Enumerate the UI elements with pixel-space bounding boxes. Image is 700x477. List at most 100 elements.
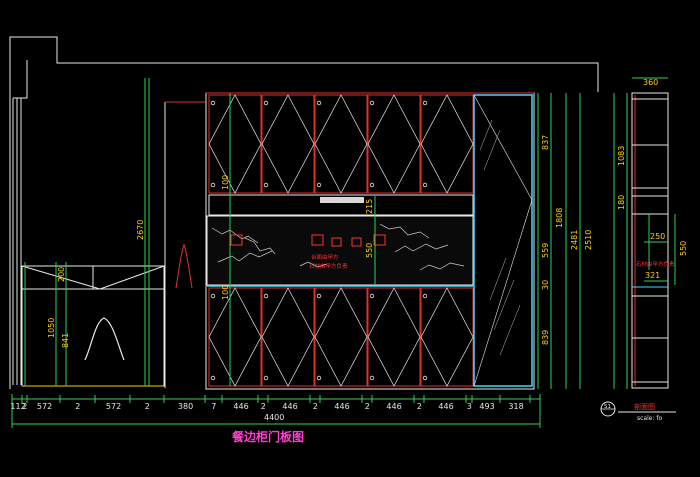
door-panel	[367, 94, 421, 194]
door-hinge	[422, 100, 428, 106]
note-countertop: 台面由甲方	[311, 253, 339, 261]
bottom-dim-label: 446	[334, 402, 349, 411]
dim-v100-a: 100	[221, 175, 230, 190]
dim-left-top: 200	[57, 267, 66, 282]
bottom-dim-label: 572	[37, 402, 52, 411]
dim-total-b: 2481	[570, 230, 579, 250]
dim-open-height: 550	[365, 243, 374, 258]
door-panel	[367, 287, 421, 387]
dim-section-open: 550	[679, 241, 688, 256]
drawing-title: 餐边柜门板图	[232, 429, 304, 444]
door-diamond	[420, 94, 474, 194]
door-panel	[420, 94, 474, 194]
bottom-dim-label: 446	[282, 402, 297, 411]
door-panel	[261, 287, 315, 387]
bottom-dim-label: 446	[438, 402, 453, 411]
door-diamond	[314, 94, 368, 194]
door-hinge	[316, 293, 322, 299]
wall-outline	[9, 36, 599, 389]
section-dimension-labels: 360 1083 180 250 321 550	[617, 78, 688, 280]
bottom-dim-label: 380	[178, 402, 193, 411]
door-hinge	[369, 100, 375, 106]
door-hinge	[316, 182, 322, 188]
dim-total-width: 4400	[264, 413, 284, 422]
bottom-dim-label: 2	[313, 402, 318, 411]
dim-upper: 837	[541, 135, 550, 150]
dim-total-a: 1808	[555, 208, 564, 228]
door-diamond	[314, 287, 368, 387]
glass-tall-door	[473, 94, 533, 387]
door-hinge	[263, 100, 269, 106]
door-hinge	[316, 100, 322, 106]
door-hinge	[422, 182, 428, 188]
note-stone: 石材由甲方负责	[309, 262, 348, 270]
dim-section-gap: 180	[617, 195, 626, 210]
door-diamond	[208, 287, 262, 387]
lower-door-panels	[208, 287, 474, 387]
section-note-stone: 石材由甲方负责	[636, 260, 675, 268]
door-hinge	[263, 293, 269, 299]
door-panel	[420, 287, 474, 387]
bottom-dim-label: 572	[106, 402, 121, 411]
dim-section-low: 321	[645, 271, 660, 280]
door-diamond	[208, 94, 262, 194]
upper-door-panels	[208, 94, 474, 194]
door-panel	[314, 287, 368, 387]
dim-left-low: 841	[61, 333, 70, 348]
door-hinge	[210, 100, 216, 106]
door-hinge	[210, 375, 216, 381]
bottom-dim-label: 446	[233, 402, 248, 411]
bottom-dim-label: 2	[75, 402, 80, 411]
bottom-dimension-ticks	[11, 395, 531, 403]
dim-total-c: 2510	[584, 230, 593, 250]
decor-arch-shape	[84, 317, 125, 361]
door-diamond	[261, 287, 315, 387]
bottom-dim-label: 2	[417, 402, 422, 411]
door-hinge	[210, 293, 216, 299]
dim-gap: 30	[541, 280, 550, 290]
door-hinge	[422, 293, 428, 299]
dim-lower: 839	[541, 330, 550, 345]
section-symbol: S1	[604, 404, 611, 410]
hanging-ornament	[175, 243, 193, 289]
door-hinge	[369, 293, 375, 299]
dim-section-depth: 360	[643, 78, 658, 87]
door-hinge	[263, 182, 269, 188]
dim-section-top: 1083	[617, 146, 626, 166]
bottom-dim-label: 112	[10, 402, 25, 411]
door-hinge	[369, 375, 375, 381]
bottom-dim-label: 493	[479, 402, 494, 411]
dim-left-overall: 2670	[136, 220, 145, 240]
main-cabinet-frame	[205, 92, 535, 390]
bottom-dim-label: 2	[365, 402, 370, 411]
marble-backsplash	[206, 215, 474, 286]
door-diamond	[261, 94, 315, 194]
section-view	[613, 77, 676, 389]
bottom-dim-label: 2	[22, 402, 27, 411]
dim-section-inner: 250	[650, 232, 665, 241]
left-dimension-labels: 2670 200 1050 841	[47, 220, 145, 348]
door-hinge	[263, 375, 269, 381]
bottom-dim-label: 7	[211, 402, 216, 411]
dim-counter: 559	[541, 243, 550, 258]
dimension-lines	[11, 78, 581, 428]
counter-shelf	[208, 194, 474, 216]
door-panel	[314, 94, 368, 194]
door-hinge	[422, 375, 428, 381]
scale-label: scale: fo	[637, 415, 663, 422]
bottom-dim-label: 446	[386, 402, 401, 411]
dim-shelf: 215	[365, 199, 374, 214]
low-left-cabinet	[21, 265, 165, 387]
bottom-dim-label: 2	[261, 402, 266, 411]
section-title: 剖面图	[634, 402, 655, 411]
bottom-dim-label: 3	[467, 402, 472, 411]
door-diamond	[367, 287, 421, 387]
dim-left-mid: 1050	[47, 318, 56, 338]
bottom-dim-label: 318	[508, 402, 523, 411]
right-dimension-labels: 837 559 30 839 1808 2481 2510 550 215 10…	[221, 135, 593, 345]
door-panel	[261, 94, 315, 194]
bottom-dim-label: 2	[145, 402, 150, 411]
